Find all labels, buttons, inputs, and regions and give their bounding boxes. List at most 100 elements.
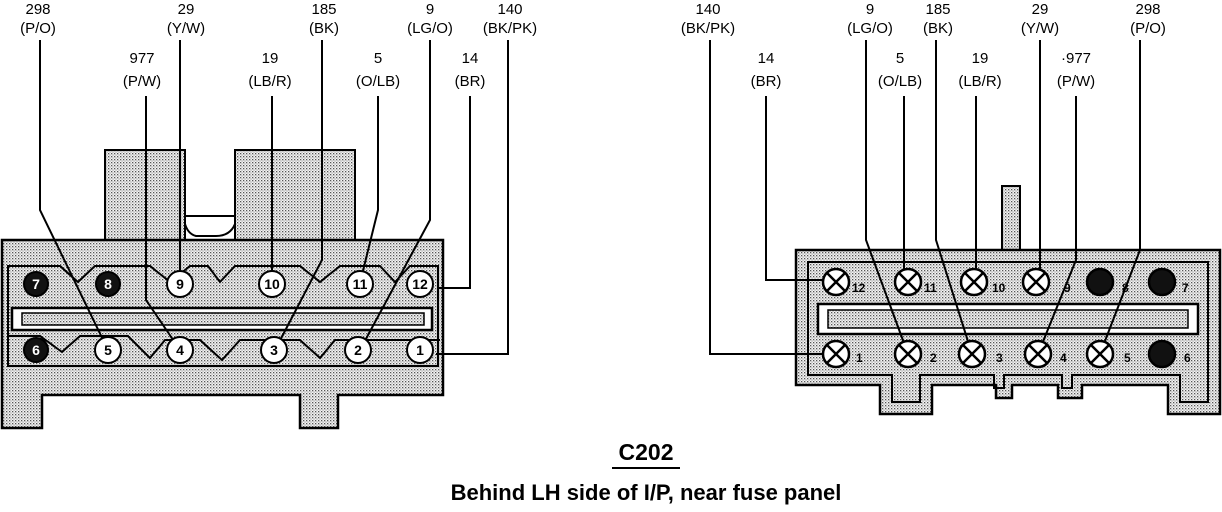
right-pin-6 — [1147, 339, 1177, 369]
right-wire-leaders — [709, 40, 1141, 355]
right-pin-9-number: 9 — [1064, 281, 1071, 295]
leader-9-right — [865, 40, 909, 355]
leader-140-left — [436, 40, 509, 355]
left-pin-1-label: 1 — [416, 342, 424, 358]
left-pin-4 — [166, 336, 194, 364]
right-label-5-circuit: 5 — [896, 50, 904, 67]
left-pin-11-label: 11 — [353, 276, 368, 292]
left-pins: 7 8 9 10 11 12 6 5 4 3 2 1 — [23, 270, 434, 364]
leader-140-right — [709, 40, 823, 355]
left-label-29-circuit: 29 — [178, 1, 195, 18]
right-connector-latch — [1001, 185, 1021, 251]
left-pin-1 — [406, 336, 434, 364]
left-label-14-color: (BR) — [455, 73, 486, 90]
right-pin-1 — [821, 339, 851, 369]
right-label-9-circuit: 9 — [866, 1, 874, 18]
left-label-298-circuit: 298 — [25, 1, 50, 18]
left-pin-6 — [23, 337, 49, 363]
left-label-977-circuit: 977 — [129, 50, 154, 67]
right-pins — [821, 267, 1177, 369]
leader-14-left — [438, 96, 471, 289]
connector-id: C202 — [619, 439, 674, 465]
right-pin-5-number: 5 — [1124, 351, 1131, 365]
left-pin-12-label: 12 — [412, 276, 428, 292]
right-pin-8 — [1085, 267, 1115, 297]
left-label-9-circuit: 9 — [426, 1, 434, 18]
right-pin-2 — [893, 339, 923, 369]
right-pin-10 — [959, 267, 989, 297]
leader-185-left — [274, 40, 323, 351]
right-label-977-circuit: ·977 — [1061, 50, 1091, 67]
left-connector-tab-right — [234, 149, 356, 243]
right-pin-7-number: 7 — [1182, 281, 1189, 295]
right-pin-2-number: 2 — [930, 351, 937, 365]
leader-14-right — [765, 96, 822, 281]
left-connector-view — [0, 149, 445, 430]
left-pin-8-label: 8 — [104, 276, 112, 292]
left-pin-2 — [344, 336, 372, 364]
left-pin-3 — [260, 336, 288, 364]
right-label-14-color: (BR) — [751, 73, 782, 90]
left-label-5-circuit: 5 — [374, 50, 382, 67]
leader-977-right — [1037, 96, 1077, 355]
right-pin-9 — [1021, 267, 1051, 297]
leader-9-left — [359, 40, 431, 351]
leader-977-left — [145, 96, 181, 351]
right-pin-11 — [893, 267, 923, 297]
left-pin-8 — [95, 271, 121, 297]
left-label-9-color: (LG/O) — [407, 20, 453, 37]
right-label-14-circuit: 14 — [758, 50, 775, 67]
right-label-977-color: (P/W) — [1057, 73, 1095, 90]
leader-5-left — [359, 96, 379, 284]
right-pin-6-number: 6 — [1184, 351, 1191, 365]
right-pin-8-number: 8 — [1122, 281, 1129, 295]
right-pin-4-number: 4 — [1060, 351, 1067, 365]
left-label-185-color: (BK) — [309, 20, 339, 37]
right-label-29-circuit: 29 — [1032, 1, 1049, 18]
right-label-140-circuit: 140 — [695, 1, 720, 18]
right-pin-1-number: 1 — [856, 351, 863, 365]
right-label-140-color: (BK/PK) — [681, 20, 735, 37]
connector-location: Behind LH side of I/P, near fuse panel — [451, 480, 842, 505]
leader-298-right — [1099, 40, 1141, 355]
left-label-19-color: (LB/R) — [248, 73, 291, 90]
right-pin-3-number: 3 — [996, 351, 1003, 365]
left-label-977-color: (P/W) — [123, 73, 161, 90]
left-pin-4-label: 4 — [176, 342, 184, 358]
right-pin-10-number: 10 — [992, 281, 1006, 295]
left-label-140-color: (BK/PK) — [483, 20, 537, 37]
left-pin-10-label: 10 — [264, 276, 280, 292]
right-label-9-color: (LG/O) — [847, 20, 893, 37]
right-label-19-circuit: 19 — [972, 50, 989, 67]
left-label-140-circuit: 140 — [497, 1, 522, 18]
left-wire-labels: 298 (P/O) 977 (P/W) 29 (Y/W) 19 (LB/R) 1… — [20, 1, 537, 90]
left-pin-12 — [406, 270, 434, 298]
leader-185-right — [935, 40, 973, 355]
left-pin-5 — [94, 336, 122, 364]
left-label-29-color: (Y/W) — [167, 20, 205, 37]
left-wire-leaders — [39, 40, 509, 355]
right-pin-12 — [821, 267, 851, 297]
right-label-29-color: (Y/W) — [1021, 20, 1059, 37]
left-pin-5-label: 5 — [104, 342, 112, 358]
right-label-185-circuit: 185 — [925, 1, 950, 18]
left-pin-6-label: 6 — [32, 342, 40, 358]
left-pin-7 — [23, 271, 49, 297]
right-pin-11-number: 11 — [924, 281, 937, 295]
right-pin-5 — [1085, 339, 1115, 369]
right-connector-view — [794, 185, 1222, 416]
left-pin-2-label: 2 — [354, 342, 362, 358]
left-pin-9 — [166, 270, 194, 298]
right-connector-inner-outline — [807, 261, 1209, 403]
left-pin-11 — [346, 270, 374, 298]
right-label-298-color: (P/O) — [1130, 20, 1166, 37]
left-label-185-circuit: 185 — [311, 1, 336, 18]
right-pin-12-number: 12 — [852, 281, 866, 295]
left-pin-7-label: 7 — [32, 276, 40, 292]
right-wire-labels: 140 (BK/PK) 14 (BR) 9 (LG/O) 5 (O/LB) 18… — [681, 1, 1166, 90]
left-label-298-color: (P/O) — [20, 20, 56, 37]
left-label-14-circuit: 14 — [462, 50, 479, 67]
right-pin-numbers: 12 11 10 9 8 7 1 2 3 4 5 6 — [852, 281, 1191, 365]
left-connector-notch — [184, 215, 236, 237]
